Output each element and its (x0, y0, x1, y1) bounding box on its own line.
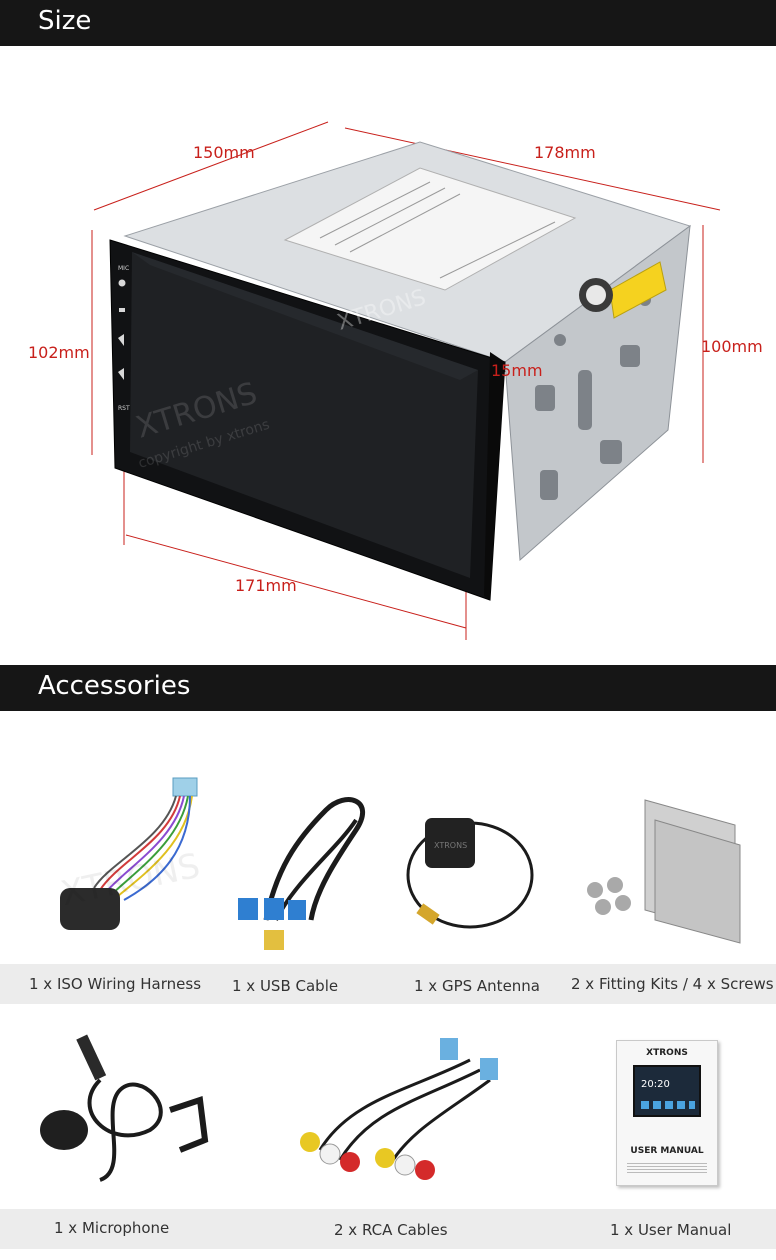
manual-screen: 20:20 (633, 1065, 701, 1117)
rca-cables-icon (300, 1038, 498, 1180)
user-manual-icon: XTRONS 20:20 USER MANUAL (616, 1040, 718, 1186)
back-icon (119, 308, 125, 312)
dimension-height-left: 102mm (28, 343, 90, 362)
wiring-harness-icon (60, 777, 198, 930)
microphone-icon (40, 1034, 209, 1182)
acc-label-fitting-kits: 2 x Fitting Kits / 4 x Screws (571, 975, 774, 993)
dimension-width-front: 171mm (235, 576, 297, 595)
size-section-title: Size (38, 6, 92, 36)
manual-screen-time: 20:20 (641, 1079, 670, 1090)
volume-down-icon (118, 368, 124, 380)
dimension-width-total: 178mm (534, 143, 596, 162)
manual-title: USER MANUAL (630, 1146, 704, 1156)
acc-label-wiring-harness: 1 x ISO Wiring Harness (29, 975, 202, 993)
accessories-label-strip-2 (0, 1209, 776, 1249)
side-button-icons (118, 279, 126, 380)
dimension-depth: 150mm (193, 143, 255, 162)
accessories-section-header: Accessories (0, 665, 776, 711)
manual-screen-icons (641, 1101, 695, 1109)
accessories-label-strip-1 (0, 964, 776, 1004)
manual-brand: XTRONS (646, 1048, 688, 1058)
accessories-section-title: Accessories (38, 671, 191, 701)
head-unit-illustration: XTRONS copyright by xtrons XTRONS MIC RS… (91, 121, 721, 640)
gps-antenna-icon: XTRONS (406, 818, 534, 929)
acc-label-gps-antenna: 1 x GPS Antenna (414, 977, 540, 995)
power-icon (118, 279, 126, 287)
dimension-height-right: 100mm (701, 337, 763, 356)
acc-label-usb-cable: 1 x USB Cable (232, 977, 339, 995)
acc-label-microphone: 1 x Microphone (54, 1219, 170, 1237)
mic-label: MIC (118, 265, 129, 272)
svg-text:XTRONS: XTRONS (434, 841, 467, 850)
dimension-bezel: 15mm (491, 361, 543, 380)
acc-label-rca-cables: 2 x RCA Cables (334, 1221, 448, 1239)
usb-cable-icon (238, 797, 365, 950)
fitting-kits-icon (587, 799, 741, 944)
manual-fineprint (627, 1163, 707, 1175)
size-section-header: Size (0, 0, 776, 46)
rst-label: RST (118, 405, 130, 412)
acc-label-user-manual: 1 x User Manual (610, 1221, 732, 1239)
volume-up-icon (118, 334, 124, 346)
